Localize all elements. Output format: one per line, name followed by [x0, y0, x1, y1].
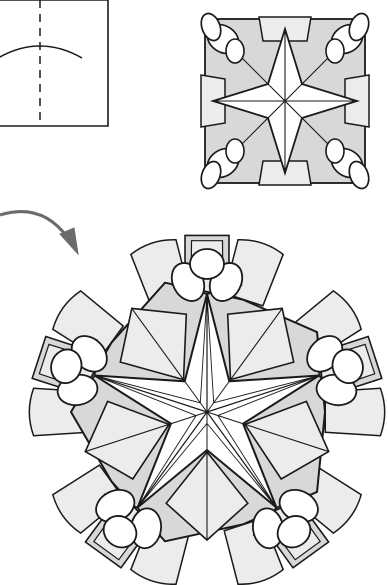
- petal-oval: [226, 139, 244, 163]
- round-model: [29, 235, 384, 584]
- petal-oval: [326, 39, 344, 63]
- petal-oval: [326, 139, 344, 163]
- square-model: [198, 11, 372, 191]
- petal-oval: [190, 249, 224, 279]
- fold-step-figure: [0, 0, 108, 126]
- petal-oval: [226, 39, 244, 63]
- curved-arrow-icon: [0, 212, 78, 254]
- paper-square: [0, 0, 108, 126]
